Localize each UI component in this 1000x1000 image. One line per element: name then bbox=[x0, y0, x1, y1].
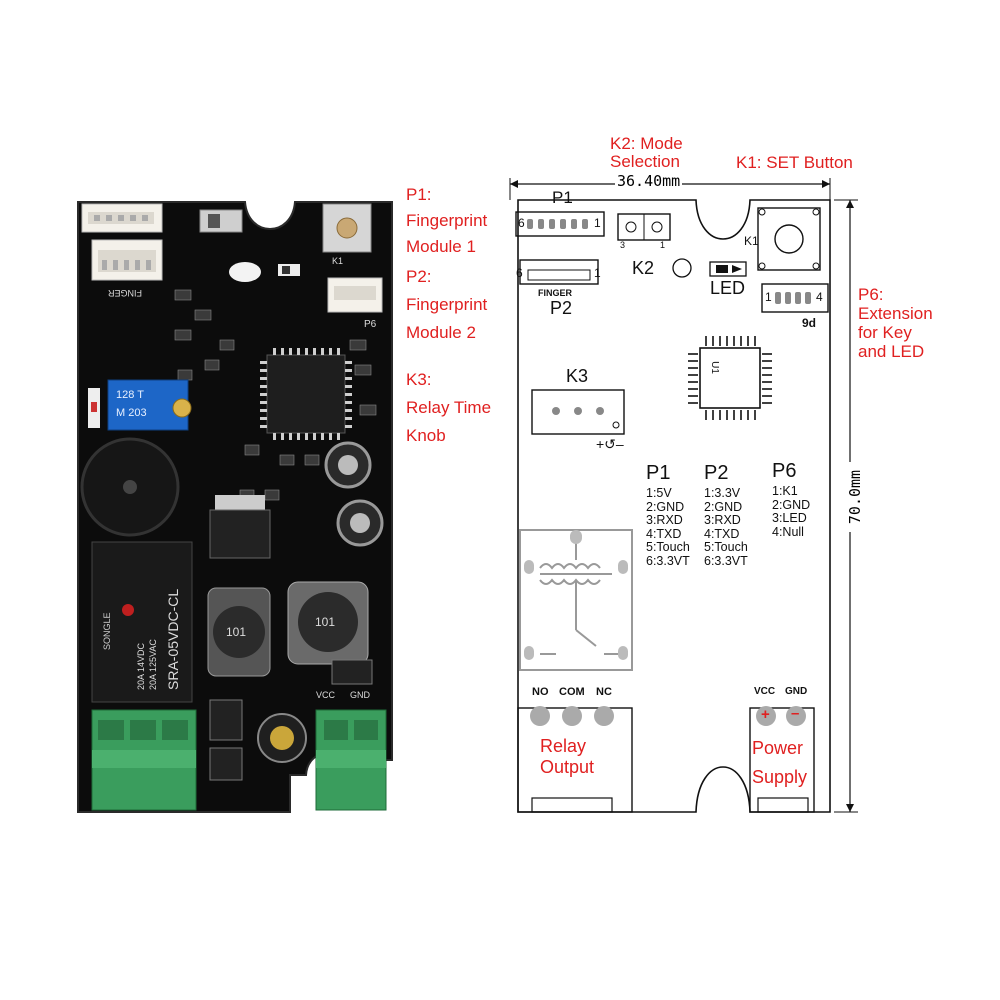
pinout-row: 4:Null bbox=[772, 524, 804, 539]
callout-p2: P2: Fingerprint Module 2 bbox=[406, 267, 487, 351]
pinout-header: P2 bbox=[704, 462, 729, 484]
com-label: COM bbox=[559, 686, 585, 698]
k3-label: K3 bbox=[566, 366, 589, 386]
pinout-row: 2:GND bbox=[646, 499, 685, 514]
k1-label: K1 bbox=[744, 234, 759, 248]
power-supply-title: Power Supply bbox=[752, 734, 807, 792]
callout-k1: K1: SET Button bbox=[736, 153, 853, 172]
callout-k2: K2: Mode Selection bbox=[610, 134, 683, 171]
pinout-header: P1 bbox=[646, 462, 671, 484]
silk-finger: FINGER bbox=[107, 288, 142, 298]
k2-pin-left: 3 bbox=[620, 240, 626, 250]
pinout-header: P6 bbox=[772, 460, 797, 482]
svg-text:GND: GND bbox=[350, 690, 371, 700]
schematic-diagram: 36.40mm 70.0mm P1 6 1 6 1 FINGER P2 3 1 … bbox=[500, 170, 870, 830]
svg-text:M 203: M 203 bbox=[116, 407, 147, 419]
k3-symbol: +↺– bbox=[596, 436, 624, 452]
pinout-row: 3:RXD bbox=[646, 513, 683, 528]
callout-p6: P6: Extension for Key and LED bbox=[858, 285, 933, 361]
callout-p1-line3: Module 1 bbox=[406, 237, 476, 256]
pinout-row: 1:5V bbox=[646, 486, 672, 500]
callout-k3-line1: K3: bbox=[406, 370, 432, 389]
pinout-row: 1:3.3V bbox=[704, 486, 741, 500]
callout-p6-line3: for Key bbox=[858, 323, 912, 342]
power-supply-line1: Power bbox=[752, 738, 804, 758]
relay-output-line1: Relay bbox=[540, 736, 587, 756]
p6-pin-left: 1 bbox=[765, 290, 772, 304]
callout-p6-line4: and LED bbox=[858, 342, 925, 361]
minus-symbol: – bbox=[791, 705, 800, 722]
callout-k2-line1: K2: Mode bbox=[610, 134, 683, 153]
p6-silk-label: 9d bbox=[802, 316, 817, 330]
pinout-row: 4:TXD bbox=[704, 526, 740, 541]
p1-pin-right: 1 bbox=[594, 216, 601, 230]
relay-output-line2: Output bbox=[540, 757, 595, 777]
k2-pin-right: 1 bbox=[660, 240, 666, 250]
pinout-p2: P2 1:3.3V 2:GND 3:RXD 4:TXD 5:Touch 6:3.… bbox=[704, 462, 748, 569]
p2-pin-left: 6 bbox=[516, 266, 523, 280]
p1-pin-left: 6 bbox=[518, 216, 525, 230]
pinout-row: 3:LED bbox=[772, 511, 807, 526]
p1-label: P1 bbox=[552, 188, 573, 207]
callout-p6-line2: Extension bbox=[858, 304, 933, 323]
finger-label: FINGER bbox=[538, 288, 573, 298]
pcb-photo: FINGER K1 P6 bbox=[70, 190, 400, 820]
callout-p2-line3: Module 2 bbox=[406, 323, 476, 342]
callout-k3-line3: Knob bbox=[406, 426, 446, 445]
pinout-row: 2:GND bbox=[704, 499, 743, 514]
svg-text:20A 14VDC: 20A 14VDC bbox=[136, 642, 146, 690]
pinout-row: 5:Touch bbox=[646, 540, 690, 555]
p2-connector-photo bbox=[91, 239, 163, 281]
svg-text:SRA-05VDC-CL: SRA-05VDC-CL bbox=[165, 589, 181, 690]
relay-output-title: Relay Output bbox=[540, 736, 594, 778]
svg-text:20A 125VAC: 20A 125VAC bbox=[148, 639, 158, 690]
nc-label: NC bbox=[596, 686, 612, 698]
p1-connector-photo bbox=[81, 203, 163, 233]
callout-p2-line1: P2: bbox=[406, 267, 432, 286]
svg-text:VCC: VCC bbox=[316, 690, 336, 700]
pinout-p1: P1 1:5V 2:GND 3:RXD 4:TXD 5:Touch 6:3.3V… bbox=[646, 462, 690, 569]
callout-p1: P1: Fingerprint Module 1 bbox=[406, 185, 487, 263]
width-dimension-label: 36.40mm bbox=[615, 172, 683, 190]
svg-text:P6: P6 bbox=[364, 319, 377, 330]
svg-text:101: 101 bbox=[315, 615, 335, 629]
svg-text:K1: K1 bbox=[332, 256, 343, 266]
led-label: LED bbox=[710, 278, 746, 298]
pinout-row: 3:RXD bbox=[704, 513, 741, 528]
power-terminal-photo bbox=[315, 709, 387, 811]
pinout-p6: P6 1:K1 2:GND 3:LED 4:Null bbox=[772, 460, 810, 539]
callout-p1-line1: P1: bbox=[406, 185, 432, 204]
pinout-row: 6:3.3VT bbox=[646, 553, 690, 568]
pinout-row: 5:Touch bbox=[704, 540, 748, 555]
vcc-label: VCC bbox=[754, 686, 776, 697]
pinout-row: 6:3.3VT bbox=[704, 553, 748, 568]
gnd-label: GND bbox=[785, 686, 808, 697]
pinout-row: 1:K1 bbox=[772, 484, 798, 498]
callout-p2-line2: Fingerprint bbox=[406, 295, 488, 314]
k2-label: K2 bbox=[632, 258, 655, 278]
svg-text:SONGLE: SONGLE bbox=[102, 612, 112, 650]
plus-symbol: + bbox=[761, 706, 770, 723]
relay-terminal-photo bbox=[91, 709, 197, 811]
callout-k2-line2: Selection bbox=[610, 152, 680, 171]
pinout-row: 4:TXD bbox=[646, 526, 682, 541]
svg-text:101: 101 bbox=[226, 625, 246, 639]
relay-photo: SRA-05VDC-CL 20A 125VAC 20A 14VDC SONGLE bbox=[91, 541, 193, 703]
callout-p1-line2: Fingerprint bbox=[406, 211, 488, 230]
no-label: NO bbox=[532, 686, 549, 698]
pinout-row: 2:GND bbox=[772, 497, 811, 512]
p2-pin-right: 1 bbox=[594, 266, 601, 280]
power-supply-line2: Supply bbox=[752, 767, 808, 787]
chip-mark: U1 bbox=[708, 361, 720, 374]
svg-text:128 T: 128 T bbox=[116, 389, 144, 401]
callout-k3-line2: Relay Time bbox=[406, 398, 492, 417]
height-dimension-label: 70.0mm bbox=[846, 462, 864, 532]
schematic-outline bbox=[509, 178, 858, 813]
callout-p6-line1: P6: bbox=[858, 285, 884, 304]
p2-label: P2 bbox=[550, 298, 573, 318]
callout-k3: K3: Relay Time Knob bbox=[406, 370, 491, 454]
p6-pin-right: 4 bbox=[816, 290, 823, 304]
pcb-drawing: FINGER K1 P6 bbox=[77, 201, 393, 813]
